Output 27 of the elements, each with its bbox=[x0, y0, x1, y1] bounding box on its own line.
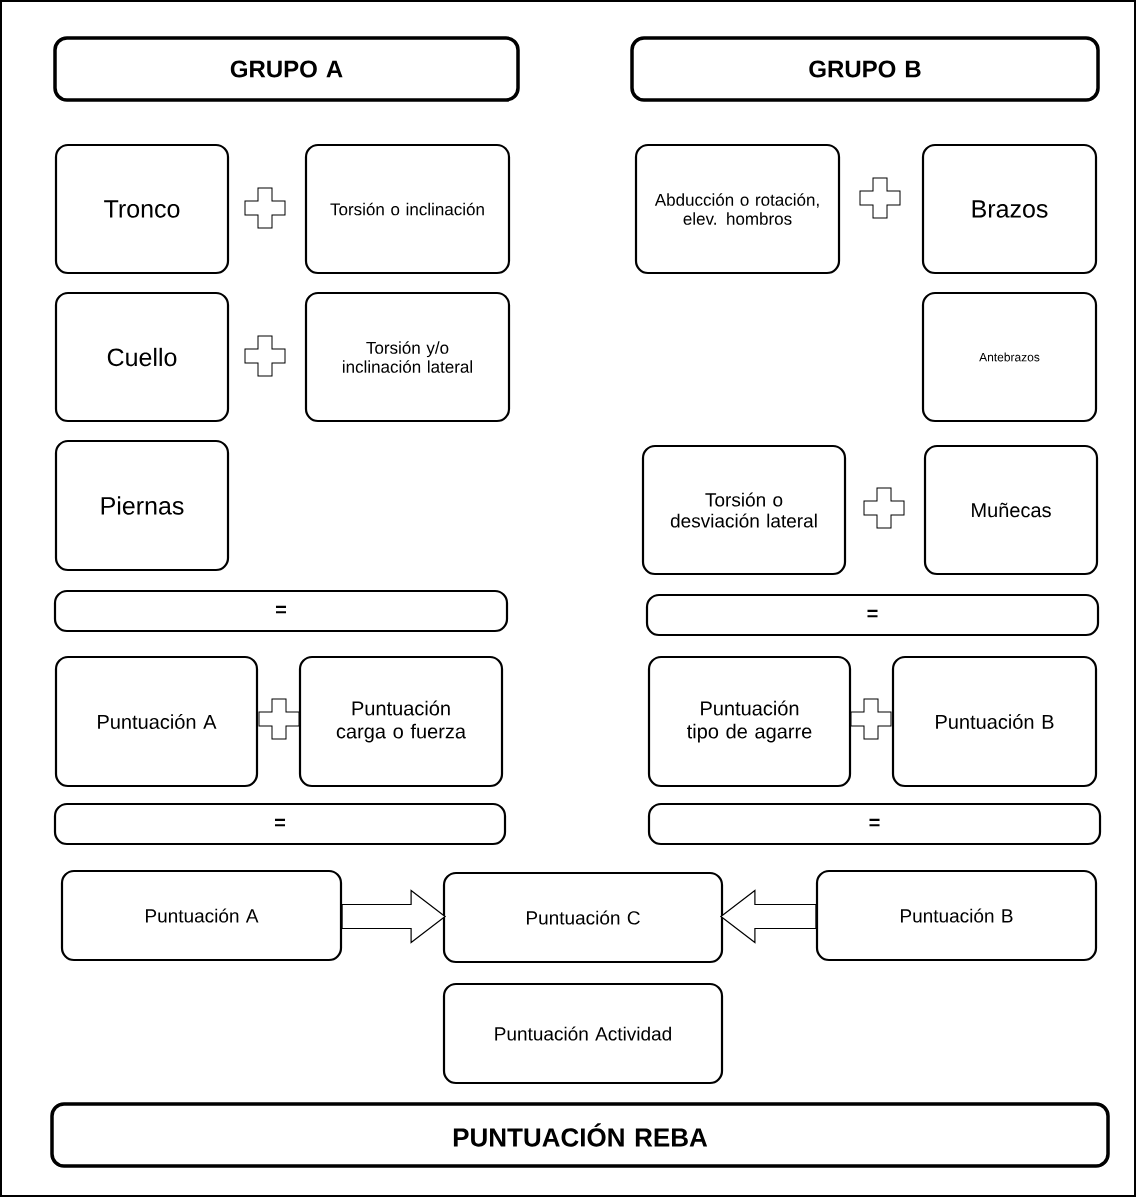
score-box: Puntuación Actividad bbox=[442, 982, 724, 1085]
score-box: Brazos bbox=[921, 143, 1098, 275]
score-box: Torsión y/o inclinación lateral bbox=[304, 291, 511, 423]
score-box: Puntuación A bbox=[60, 869, 343, 962]
equals-bar: = bbox=[53, 589, 509, 633]
score-box: Cuello bbox=[54, 291, 230, 423]
score-box: Muñecas bbox=[923, 444, 1099, 576]
score-box: Puntuación B bbox=[815, 869, 1098, 962]
score-box: Puntuación B bbox=[891, 655, 1098, 788]
equals-bar: = bbox=[647, 802, 1102, 846]
score-box: Antebrazos bbox=[921, 291, 1098, 423]
score-box: Torsión o desviación lateral bbox=[641, 444, 847, 576]
score-box: Puntuación tipo de agarre bbox=[647, 655, 852, 788]
score-box: Puntuación A bbox=[54, 655, 259, 788]
score-box: Torsión o inclinación bbox=[304, 143, 511, 275]
score-box: Piernas bbox=[54, 439, 230, 572]
score-box: Puntuación C bbox=[442, 871, 724, 964]
score-box: Puntuación carga o fuerza bbox=[298, 655, 504, 788]
block-arrow bbox=[341, 889, 447, 944]
score-box: Abducción o rotación, elev. hombros bbox=[634, 143, 841, 275]
title-box: PUNTUACIÓN REBA bbox=[50, 1102, 1110, 1168]
equals-bar: = bbox=[645, 593, 1100, 637]
block-arrow bbox=[719, 889, 817, 944]
equals-bar: = bbox=[53, 802, 507, 846]
title-box: GRUPO A bbox=[53, 36, 520, 102]
title-box: GRUPO B bbox=[630, 36, 1100, 102]
score-box: Tronco bbox=[54, 143, 230, 275]
